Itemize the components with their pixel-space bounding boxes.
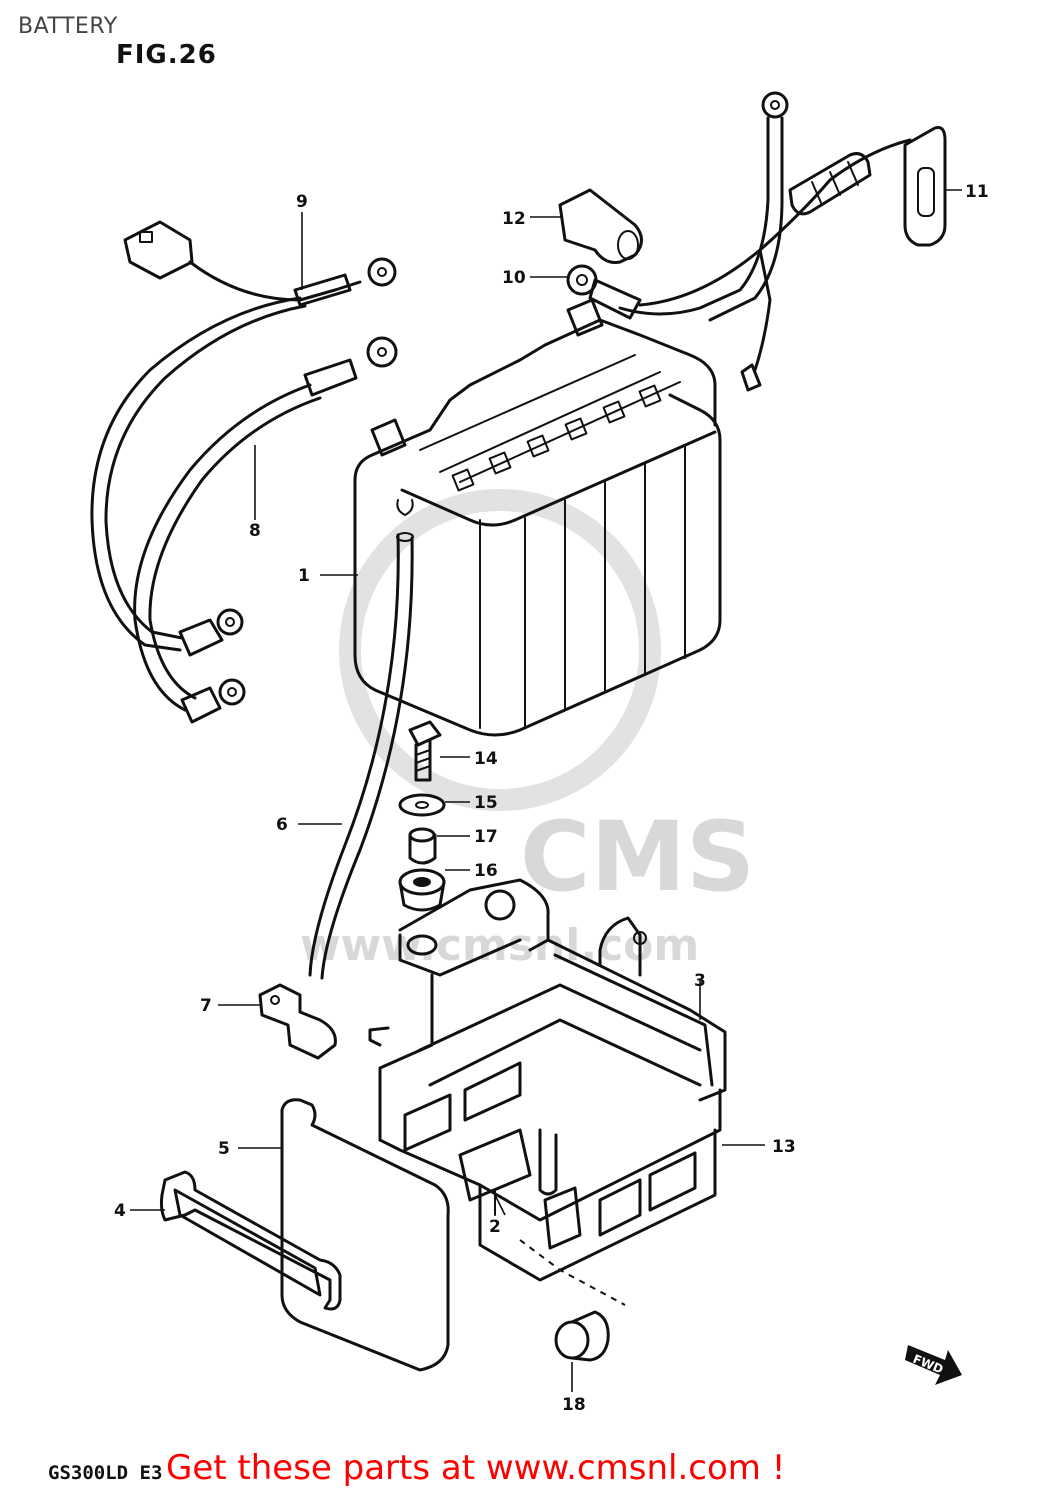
callout-13: 13 (772, 1137, 796, 1157)
callout-2: 2 (489, 1217, 501, 1237)
leader-lines (130, 189, 962, 1392)
callout-7: 7 (200, 996, 212, 1016)
part-3-battery-holder (378, 878, 727, 1142)
callout-18: 18 (562, 1395, 586, 1415)
model-code: GS300LD E3 (48, 1462, 163, 1484)
part-16-cushion (398, 868, 446, 912)
callout-11: 11 (965, 182, 989, 202)
callout-10: 10 (502, 268, 526, 288)
callout-8: 8 (249, 521, 261, 541)
part-5-cover (280, 1098, 450, 1372)
part-7-clamp (258, 983, 337, 1060)
assembly-dashed-line (519, 1239, 626, 1306)
callout-9: 9 (296, 192, 308, 212)
callout-4: 4 (114, 1201, 126, 1221)
callout-16: 16 (474, 861, 498, 881)
part-17-collar (408, 827, 437, 865)
callout-15: 15 (474, 793, 498, 813)
part-12-terminal-cover (558, 188, 643, 264)
callout-5: 5 (218, 1139, 230, 1159)
part-11-fuse-holder (740, 126, 947, 392)
part-13-holder-body (368, 1026, 722, 1282)
part-8-cable (133, 336, 398, 724)
figure-label: FIG.26 (116, 40, 217, 70)
watermark-ring (339, 489, 661, 811)
callout-1: 1 (298, 566, 310, 586)
callout-17: 17 (474, 827, 498, 847)
part-18-cap (554, 1310, 610, 1362)
watermark-logo-text: CMS (520, 801, 755, 913)
watermark-url-text: www.cmsnl.com (300, 920, 699, 971)
callout-12: 12 (502, 209, 526, 229)
part-14-bolt (408, 720, 442, 782)
callout-6: 6 (276, 815, 288, 835)
part-6-breather-hose (308, 532, 414, 980)
promo-link-text[interactable]: Get these parts at www.cmsnl.com ! (166, 1448, 786, 1488)
part-9-wire-harness (90, 220, 397, 657)
part-1-battery (353, 298, 722, 737)
callouts: 1 2 3 4 5 6 7 8 9 10 11 12 13 14 15 16 1… (114, 182, 989, 1415)
fwd-arrow-icon: FWD (905, 1345, 962, 1385)
watermark: CMS www.cmsnl.com (300, 489, 755, 971)
part-15-washer (398, 793, 446, 817)
callout-3: 3 (694, 971, 706, 991)
callout-14: 14 (474, 749, 498, 769)
part-4-band (159, 1170, 342, 1311)
page-title: BATTERY (18, 14, 118, 39)
part-10-wire-lead (566, 91, 912, 322)
